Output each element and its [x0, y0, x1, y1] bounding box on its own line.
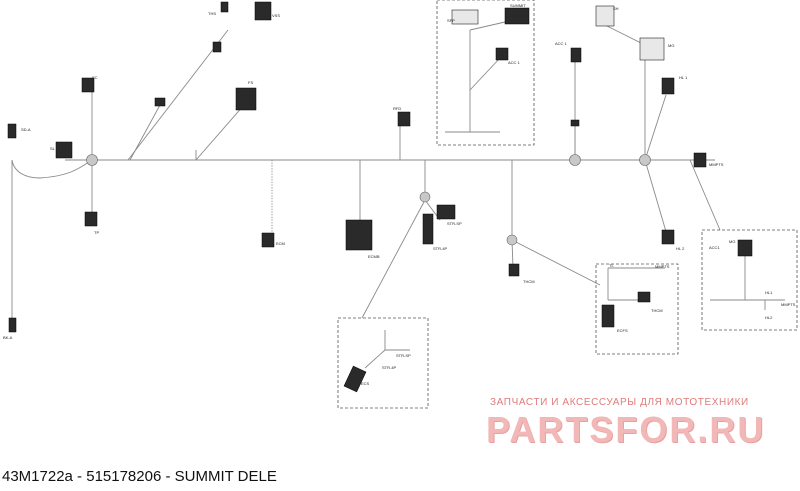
label-hl1-box: HL1: [765, 290, 773, 295]
diagram-caption: 43M1722a - 515178206 - SUMMIT DELE: [2, 468, 277, 485]
label-sc: SC: [92, 75, 98, 80]
label-summit: SUMMIT: [510, 3, 526, 8]
label-tp: TP: [94, 230, 99, 235]
label-rfd: RFD: [393, 106, 401, 111]
label-mg-box: MG: [729, 239, 735, 244]
label-str-4p: STR-4P: [433, 246, 448, 251]
label-hl2-box: HL2: [765, 315, 773, 320]
label-fs: FS: [248, 80, 253, 85]
label-mmpts-inset: MMPTS: [655, 264, 670, 269]
label-sd-a: SD-A: [21, 127, 31, 132]
connectors: [7, 1, 707, 333]
label-ecm: ECM: [276, 241, 285, 246]
label-mmpts: MMPTS: [709, 162, 724, 167]
label-ecfs: ECFS: [617, 328, 628, 333]
label-ecmb: ECMB: [368, 254, 380, 259]
label-acc-1-inset: ACC 1: [508, 60, 521, 65]
label-tl: TL: [609, 263, 614, 268]
left-branch-wires: [11, 24, 721, 325]
label-sfp: SFP: [447, 18, 455, 23]
watermark-logo: PARTSFOR.RU: [486, 409, 766, 450]
label-bk-a: BK-A: [3, 335, 13, 340]
splice-points: [86, 154, 651, 246]
label-mmpts-box: MMPTS: [781, 302, 796, 307]
watermark-tagline: ЗАПЧАСТИ И АКСЕССУАРЫ ДЛЯ МОТОТЕХНИКИ: [490, 397, 749, 408]
label-acc-1: ACC 1: [555, 41, 568, 46]
lights-inset: [710, 239, 785, 310]
connector-labels: SD-A SL BK-A SC TP THS VSS FS ECM ECMB R…: [3, 3, 796, 386]
label-vss: VSS: [272, 13, 280, 18]
label-str-sp-inset: STR-SP: [396, 353, 411, 358]
inset-boxes: [337, 0, 798, 409]
summit-inset: [445, 7, 530, 133]
label-thcm: THCM: [523, 279, 535, 284]
label-hl1: HL 1: [679, 75, 688, 80]
label-sh: SH: [613, 6, 619, 11]
label-ths: THS: [208, 11, 216, 16]
label-acc1-box: ACC1: [709, 245, 720, 250]
label-mg: MG: [668, 43, 674, 48]
label-hl2: HL 2: [676, 246, 685, 251]
label-str-4p-inset: STR-4P: [382, 365, 397, 370]
steering-inset: [343, 330, 410, 393]
label-sl: SL: [50, 146, 56, 151]
label-str-sp: STR-SP: [447, 221, 462, 226]
fuel-inset: [601, 267, 665, 328]
label-thcm-inset: THCM: [651, 308, 663, 313]
label-ecs: ECS: [361, 381, 370, 386]
